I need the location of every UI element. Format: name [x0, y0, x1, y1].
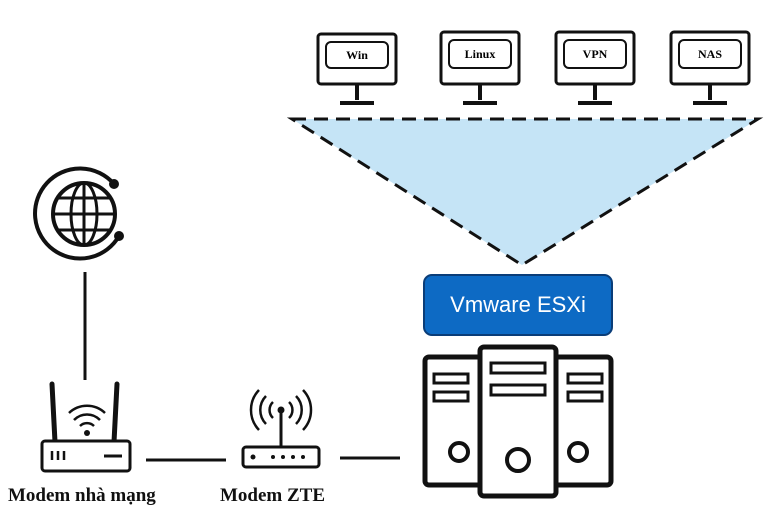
vm-label-linux: Linux — [465, 47, 496, 61]
server-icon — [422, 344, 614, 499]
vm-label-vpn: VPN — [583, 47, 608, 61]
zte-modem-label: Modem ZTE — [220, 485, 326, 506]
vm-monitor-linux: Linux — [439, 30, 521, 105]
modem-icon — [241, 389, 321, 469]
vm-monitor-nas: NAS — [669, 30, 751, 105]
vm-distribution-area — [286, 117, 764, 267]
vm-monitor-vpn: VPN — [554, 30, 636, 105]
vm-monitor-win: Win — [316, 32, 398, 105]
wifi-icon — [68, 404, 106, 436]
monitor-icon — [554, 30, 636, 105]
monitor-icon — [669, 30, 751, 105]
monitor-icon — [316, 32, 398, 105]
isp-modem-label: Modem nhà mạng — [8, 485, 156, 506]
monitor-icon — [439, 30, 521, 105]
globe-icon — [33, 166, 124, 261]
hypervisor-label: Vmware ESXi — [450, 292, 586, 317]
vm-label-win: Win — [346, 48, 368, 62]
hypervisor-box: Vmware ESXi — [423, 274, 613, 336]
vm-label-nas: NAS — [698, 47, 722, 61]
router-icon — [40, 381, 132, 473]
